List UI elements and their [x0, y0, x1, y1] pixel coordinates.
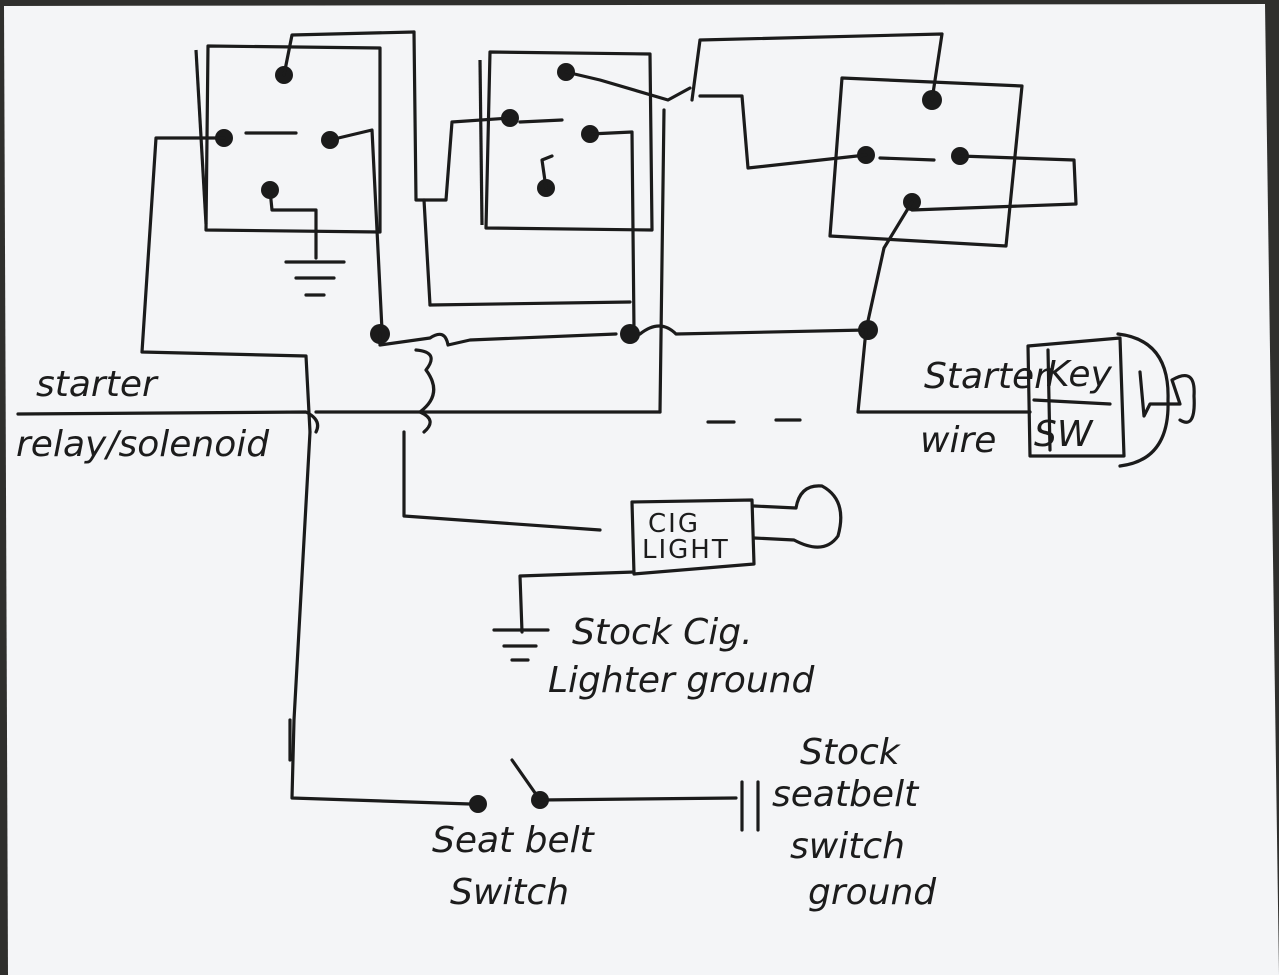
seatbelt-switch-contact-1	[469, 795, 487, 813]
seatbelt-ground-label-line2: seatbelt	[772, 774, 920, 815]
cigarette-lighter-icon: CIG LIGHT	[492, 484, 843, 662]
relay-1	[140, 30, 416, 434]
key-switch-label-line1: Key	[1046, 354, 1112, 395]
seatbelt-switch-label-line2: Switch	[450, 872, 569, 913]
cig-light-label-line1: CIG	[648, 509, 700, 539]
seatbelt-ground-label-line3: switch	[790, 826, 905, 867]
starter-wire-label-line1: Starter	[924, 356, 1051, 397]
relay-3	[690, 32, 1078, 332]
ground-symbol-icon	[284, 260, 346, 297]
cig-light-label-line2: LIGHT	[642, 535, 730, 565]
seatbelt-ground-label-line1: Stock	[800, 732, 902, 773]
wiring-bus	[16, 108, 1032, 806]
switch-icon	[288, 718, 760, 832]
seatbelt-switch-label-line1: Seat belt	[432, 820, 596, 861]
key-switch-icon: Key SW	[1026, 332, 1196, 468]
cig-ground-label-line2: Lighter ground	[548, 660, 816, 701]
cig-ground-label-line1: Stock Cig.	[572, 612, 753, 653]
bus-node-2	[620, 324, 640, 344]
relay-2	[412, 30, 692, 332]
paper-sheet	[4, 4, 1279, 975]
key-switch-label-line2: SW	[1034, 414, 1094, 455]
bus-node-3	[858, 320, 878, 340]
seatbelt-ground-label-line4: ground	[808, 872, 937, 913]
starter-relay-label-line1: starter	[36, 364, 159, 405]
starter-relay-label-line2: relay/solenoid	[16, 424, 270, 465]
starter-wire-label-line2: wire	[920, 420, 996, 461]
